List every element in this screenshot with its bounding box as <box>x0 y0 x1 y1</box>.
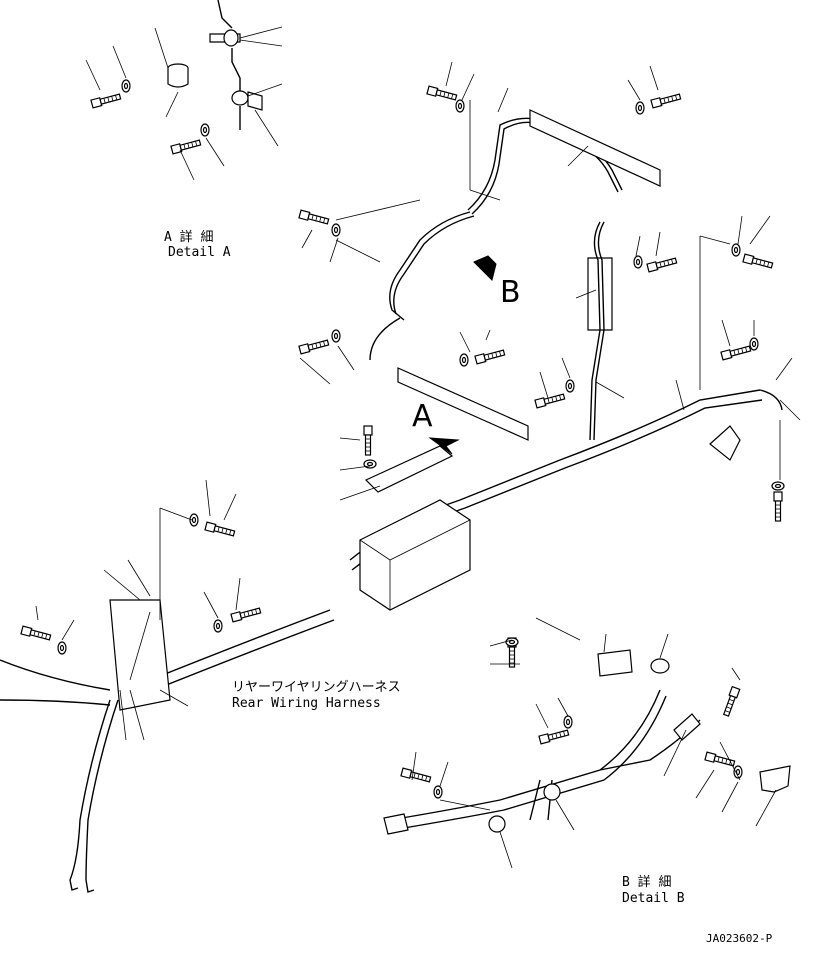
bolt-icon <box>298 338 330 355</box>
washer-icon <box>433 785 443 799</box>
main-harness-drawing <box>0 61 801 893</box>
relay-block <box>109 599 171 711</box>
washer-icon <box>563 715 573 729</box>
bolt-icon <box>646 256 678 273</box>
detail-b-title-jp: B 詳 細 <box>622 875 672 890</box>
detail-a-title-jp: A 詳 細 <box>164 230 214 245</box>
bolt-icon <box>720 344 752 361</box>
bolt-icon <box>426 85 458 102</box>
washer-icon <box>565 379 575 393</box>
cover-plate <box>587 257 613 331</box>
bolt-icon <box>474 348 506 365</box>
arrow-b-label: B <box>500 275 521 310</box>
bolt-icon <box>400 767 432 784</box>
bolt-icon <box>721 686 741 718</box>
washer-icon <box>731 243 741 257</box>
bolt-icon <box>230 606 262 623</box>
drawing-code: JA023602-P <box>706 932 773 945</box>
cover-plate <box>397 367 529 441</box>
relay-box <box>359 499 471 611</box>
bolt-icon <box>773 491 783 522</box>
detail-b-title-en: Detail B <box>622 891 685 906</box>
connector-icon <box>709 425 741 461</box>
bracket-plate <box>364 445 454 493</box>
washer-icon <box>331 329 341 343</box>
arrow-a-label: A <box>412 399 433 434</box>
bolt-icon <box>363 425 373 456</box>
washer-icon <box>633 255 643 269</box>
detail-a-title-en: Detail A <box>168 245 231 260</box>
washer-icon <box>455 99 465 113</box>
bolt-icon <box>704 751 736 768</box>
washer-icon <box>459 353 469 367</box>
bracket-icon <box>759 765 791 793</box>
washer-icon <box>635 101 645 115</box>
washer-icon <box>213 619 223 633</box>
connector-icon <box>383 813 409 835</box>
washer-icon <box>121 79 131 93</box>
arrow-a-icon <box>428 437 460 455</box>
washer-icon <box>771 481 785 491</box>
bolt-icon <box>20 625 52 642</box>
clamp-icon <box>650 658 670 674</box>
bolt-icon <box>538 728 570 745</box>
washer-icon <box>505 637 519 647</box>
bolt-icon <box>534 392 566 409</box>
washer-icon <box>200 123 210 137</box>
washer-icon <box>749 337 759 351</box>
detail-b-drawing <box>383 617 791 869</box>
bolt-icon <box>298 209 330 226</box>
clamp-icon <box>488 815 506 833</box>
washer-icon <box>57 641 67 655</box>
arrow-b-icon <box>473 255 497 281</box>
bolt-icon <box>204 521 236 538</box>
bolt-icon <box>650 92 682 109</box>
harness-title-jp: リヤーワイヤリングハーネス <box>232 680 401 695</box>
washer-icon <box>331 223 341 237</box>
harness-title-en: Rear Wiring Harness <box>232 696 381 711</box>
clamp-icon <box>597 649 633 677</box>
cover-plate <box>529 109 661 187</box>
bolt-icon <box>170 138 202 155</box>
bolt-icon <box>742 253 774 270</box>
clamp-icon <box>543 783 561 801</box>
detail-a-drawing <box>85 0 283 181</box>
connector-icon <box>673 713 701 741</box>
bolt-icon <box>90 92 122 109</box>
